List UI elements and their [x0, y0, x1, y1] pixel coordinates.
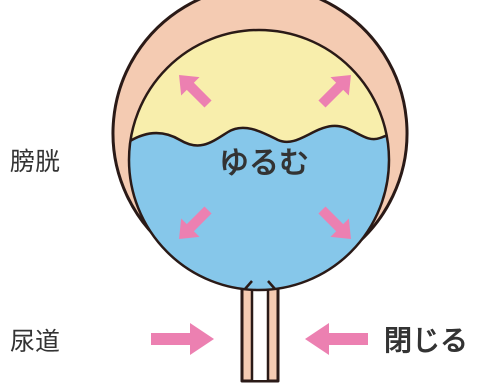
- arrow-urethra-right: [305, 323, 368, 355]
- label-relax: ゆるむ: [219, 146, 309, 181]
- arrow-lower-right: [318, 206, 351, 239]
- urethra-channel: [250, 270, 270, 380]
- urine-fill: [129, 124, 389, 290]
- label-bladder: 膀胱: [10, 147, 60, 176]
- label-urethra: 尿道: [10, 327, 60, 356]
- label-close: 閉じる: [384, 324, 468, 357]
- arrow-upper-left: [179, 75, 212, 108]
- arrow-urethra-left: [151, 323, 214, 355]
- arrow-upper-right: [318, 75, 351, 108]
- arrow-lower-left: [179, 206, 212, 239]
